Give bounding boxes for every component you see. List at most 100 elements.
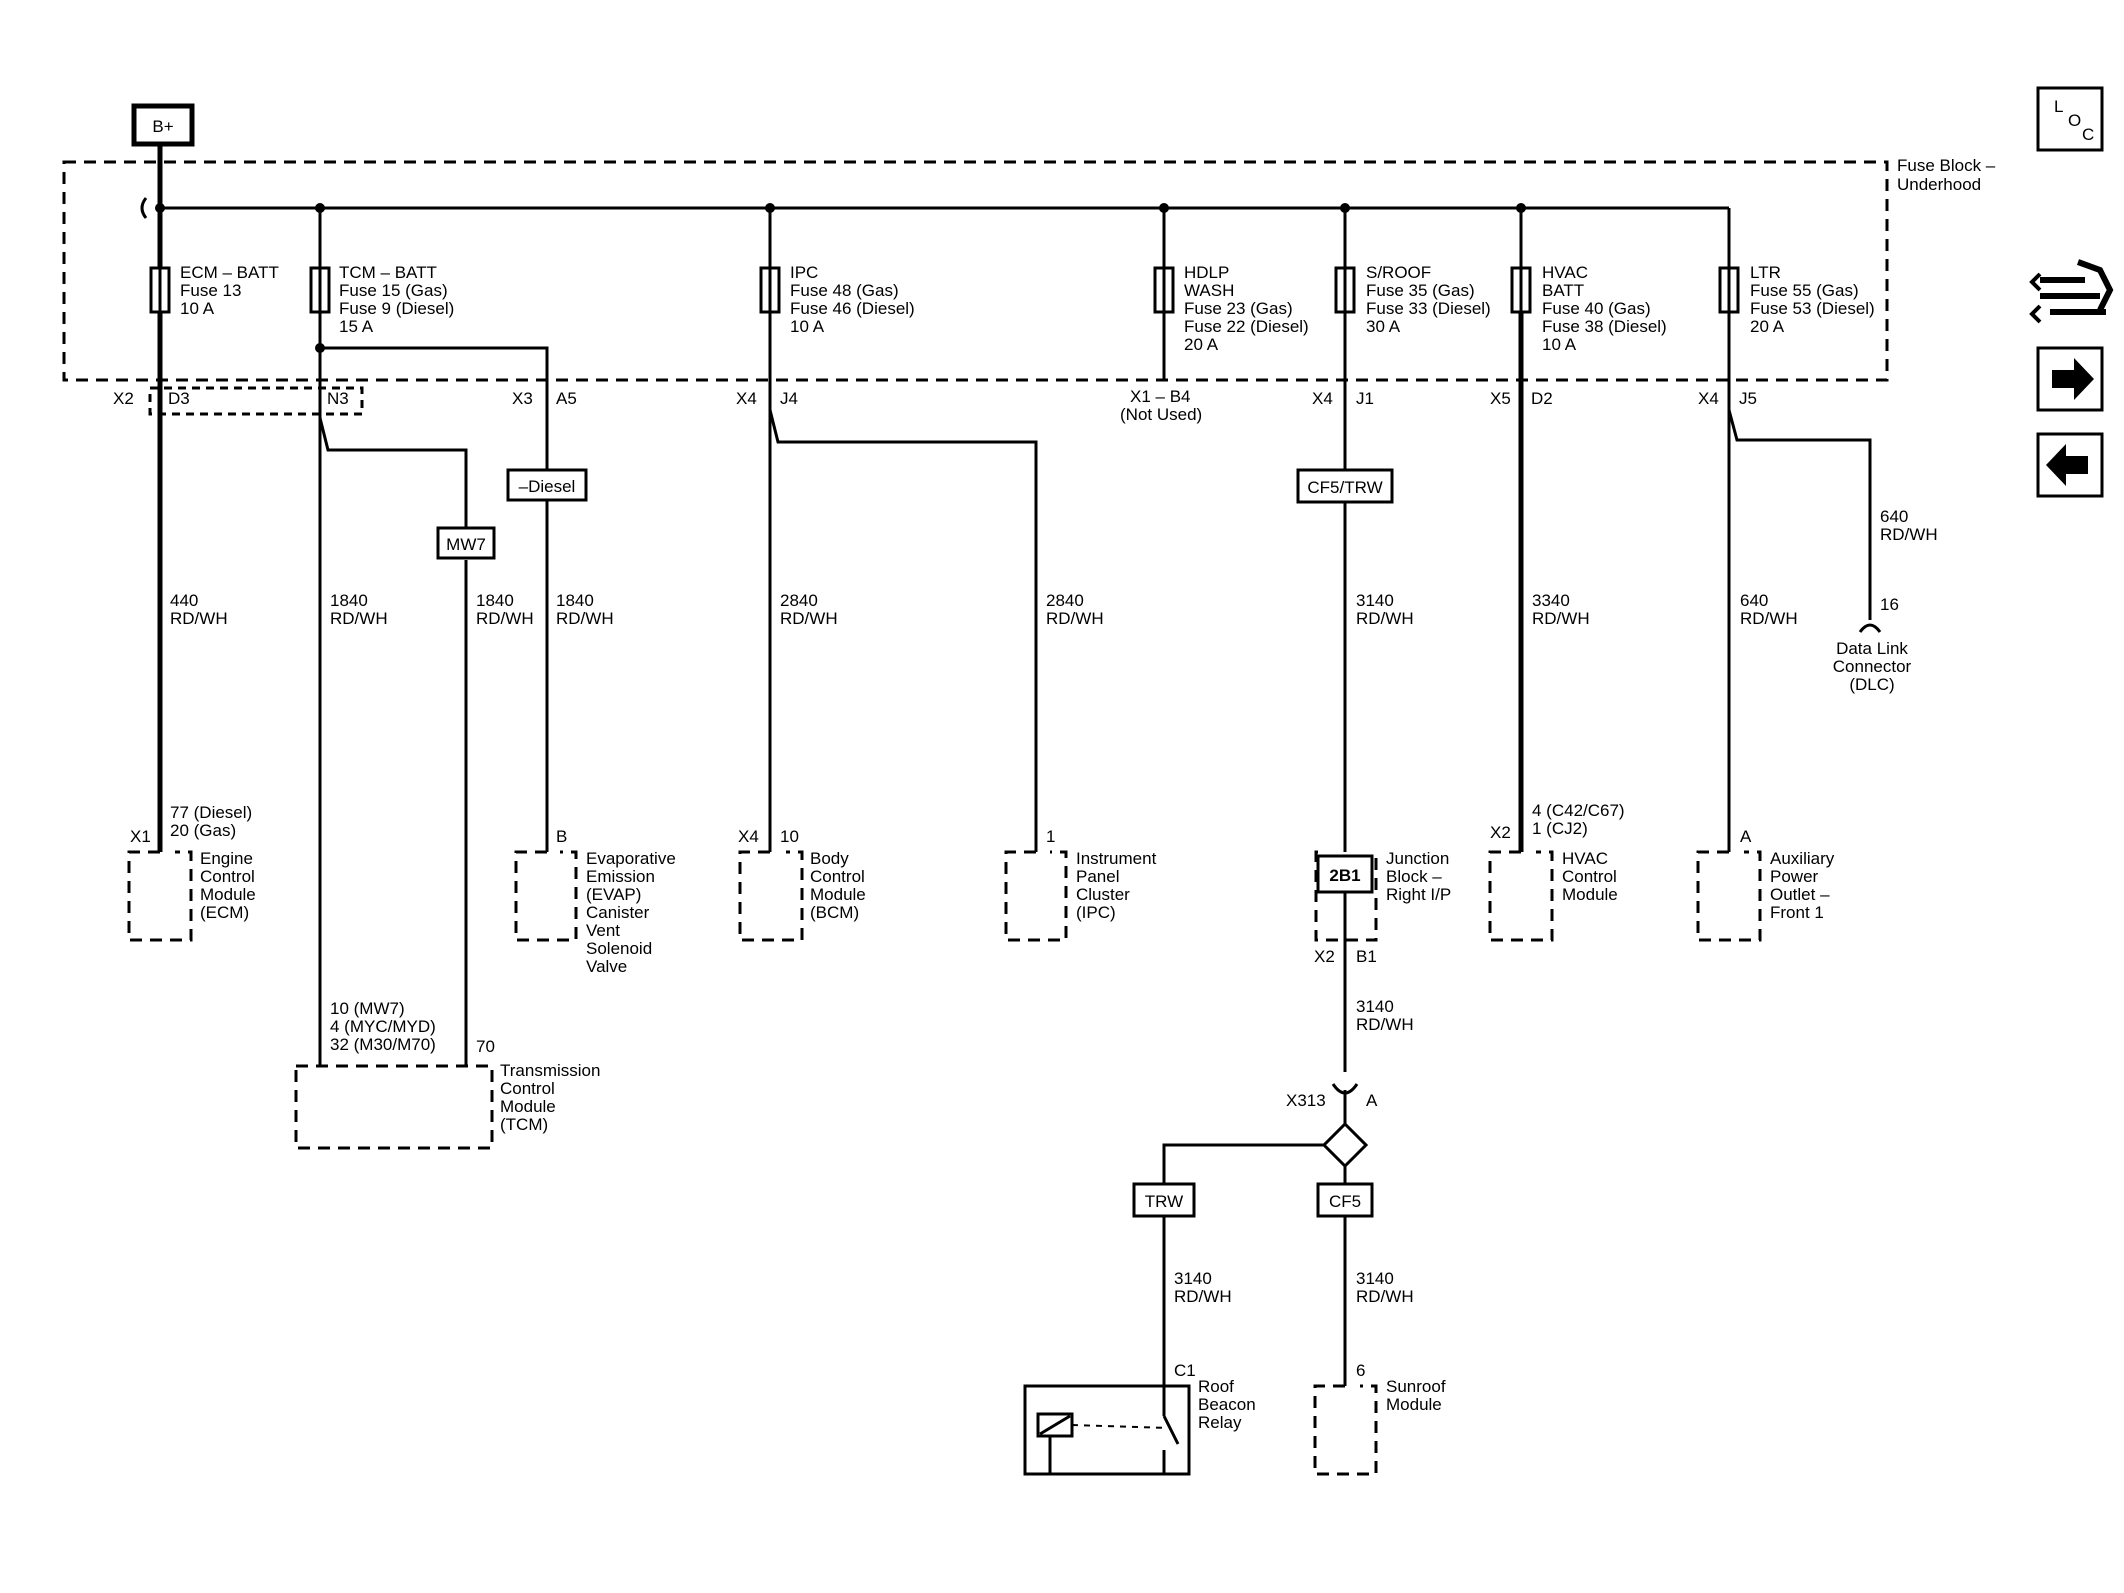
svg-text:Fuse 13: Fuse 13 — [180, 281, 241, 300]
svg-text:77 (Diesel): 77 (Diesel) — [170, 803, 252, 822]
location-button[interactable]: L O C — [2036, 86, 2104, 152]
svg-text:X2: X2 — [113, 389, 134, 408]
svg-text:Fuse 55 (Gas): Fuse 55 (Gas) — [1750, 281, 1859, 300]
svg-text:Fuse 9 (Diesel): Fuse 9 (Diesel) — [339, 299, 454, 318]
svg-text:(TCM): (TCM) — [500, 1115, 548, 1134]
svg-text:2840: 2840 — [780, 591, 818, 610]
svg-text:Front 1: Front 1 — [1770, 903, 1824, 922]
svg-text:J4: J4 — [780, 389, 798, 408]
svg-text:3140: 3140 — [1356, 591, 1394, 610]
svg-text:Instrument: Instrument — [1076, 849, 1157, 868]
svg-text:20 A: 20 A — [1184, 335, 1219, 354]
svg-text:Right I/P: Right I/P — [1386, 885, 1451, 904]
svg-text:Panel: Panel — [1076, 867, 1119, 886]
svg-text:(EVAP): (EVAP) — [586, 885, 641, 904]
svg-text:640: 640 — [1740, 591, 1768, 610]
svg-text:1: 1 — [1046, 827, 1055, 846]
svg-text:RD/WH: RD/WH — [1046, 609, 1104, 628]
svg-text:LTR: LTR — [1750, 263, 1781, 282]
svg-text:Module: Module — [1562, 885, 1618, 904]
svg-text:Emission: Emission — [586, 867, 655, 886]
svg-text:10 A: 10 A — [180, 299, 215, 318]
svg-text:Junction: Junction — [1386, 849, 1449, 868]
svg-text:RD/WH: RD/WH — [170, 609, 228, 628]
battery-supply: B+ — [131, 103, 195, 147]
svg-text:C1: C1 — [1174, 1361, 1196, 1380]
svg-text:O: O — [2068, 111, 2081, 130]
svg-text:32 (M30/M70): 32 (M30/M70) — [330, 1035, 436, 1054]
option-box-cf5-trw: CF5/TRW — [1296, 468, 1394, 504]
svg-text:D3: D3 — [168, 389, 190, 408]
svg-text:2B1: 2B1 — [1329, 866, 1360, 885]
svg-text:X5: X5 — [1490, 389, 1511, 408]
svg-text:RD/WH: RD/WH — [1356, 609, 1414, 628]
svg-text:X2: X2 — [1490, 823, 1511, 842]
svg-text:X4: X4 — [738, 827, 759, 846]
connector-d3-n3 — [148, 386, 364, 416]
svg-text:Fuse 15 (Gas): Fuse 15 (Gas) — [339, 281, 448, 300]
svg-text:10: 10 — [780, 827, 799, 846]
svg-text:S/ROOF: S/ROOF — [1366, 263, 1431, 282]
svg-text:1840: 1840 — [330, 591, 368, 610]
svg-text:15 A: 15 A — [339, 317, 374, 336]
svg-text:1 (CJ2): 1 (CJ2) — [1532, 819, 1588, 838]
next-arrow-button[interactable] — [2036, 346, 2104, 412]
svg-text:X313: X313 — [1286, 1091, 1326, 1110]
svg-text:CF5/TRW: CF5/TRW — [1307, 478, 1382, 497]
svg-text:D2: D2 — [1531, 389, 1553, 408]
prev-arrow-button[interactable] — [2036, 432, 2104, 498]
svg-text:WASH: WASH — [1184, 281, 1234, 300]
svg-text:RD/WH: RD/WH — [330, 609, 388, 628]
svg-text:Transmission: Transmission — [500, 1061, 600, 1080]
bus-break-symbol — [140, 197, 148, 219]
svg-text:10 A: 10 A — [790, 317, 825, 336]
fuse-feed-wires — [157, 208, 1731, 268]
svg-text:Sunroof: Sunroof — [1386, 1377, 1446, 1396]
svg-text:Auxiliary: Auxiliary — [1770, 849, 1835, 868]
svg-text:A: A — [1740, 827, 1752, 846]
harness-icon[interactable] — [2029, 259, 2114, 324]
option-box-trw: TRW — [1132, 1182, 1196, 1218]
svg-text:1840: 1840 — [476, 591, 514, 610]
svg-text:4 (MYC/MYD): 4 (MYC/MYD) — [330, 1017, 436, 1036]
svg-text:L: L — [2054, 97, 2063, 116]
svg-text:70: 70 — [476, 1037, 495, 1056]
option-box-diesel: –Diesel — [506, 468, 588, 502]
svg-text:2840: 2840 — [1046, 591, 1084, 610]
svg-text:ECM – BATT: ECM – BATT — [180, 263, 279, 282]
svg-text:(BCM): (BCM) — [810, 903, 859, 922]
svg-text:10 A: 10 A — [1542, 335, 1577, 354]
svg-text:Roof: Roof — [1198, 1377, 1234, 1396]
svg-text:440: 440 — [170, 591, 198, 610]
svg-text:Power: Power — [1770, 867, 1819, 886]
svg-text:N3: N3 — [327, 389, 349, 408]
svg-text:Fuse 48 (Gas): Fuse 48 (Gas) — [790, 281, 899, 300]
svg-text:3140: 3140 — [1356, 1269, 1394, 1288]
svg-text:BATT: BATT — [1542, 281, 1584, 300]
svg-text:RD/WH: RD/WH — [556, 609, 614, 628]
svg-text:Fuse 40 (Gas): Fuse 40 (Gas) — [1542, 299, 1651, 318]
svg-text:X2: X2 — [1314, 947, 1335, 966]
svg-text:(ECM): (ECM) — [200, 903, 249, 922]
svg-text:640: 640 — [1880, 507, 1908, 526]
svg-text:X1 – B4: X1 – B4 — [1130, 387, 1191, 406]
svg-text:RD/WH: RD/WH — [780, 609, 838, 628]
svg-text:J5: J5 — [1739, 389, 1757, 408]
svg-text:B: B — [556, 827, 567, 846]
svg-text:X4: X4 — [1698, 389, 1719, 408]
fuse-block-label-1: Fuse Block – — [1897, 156, 1996, 175]
svg-text:A5: A5 — [556, 389, 577, 408]
svg-text:Body: Body — [810, 849, 849, 868]
svg-text:Relay: Relay — [1198, 1413, 1242, 1432]
